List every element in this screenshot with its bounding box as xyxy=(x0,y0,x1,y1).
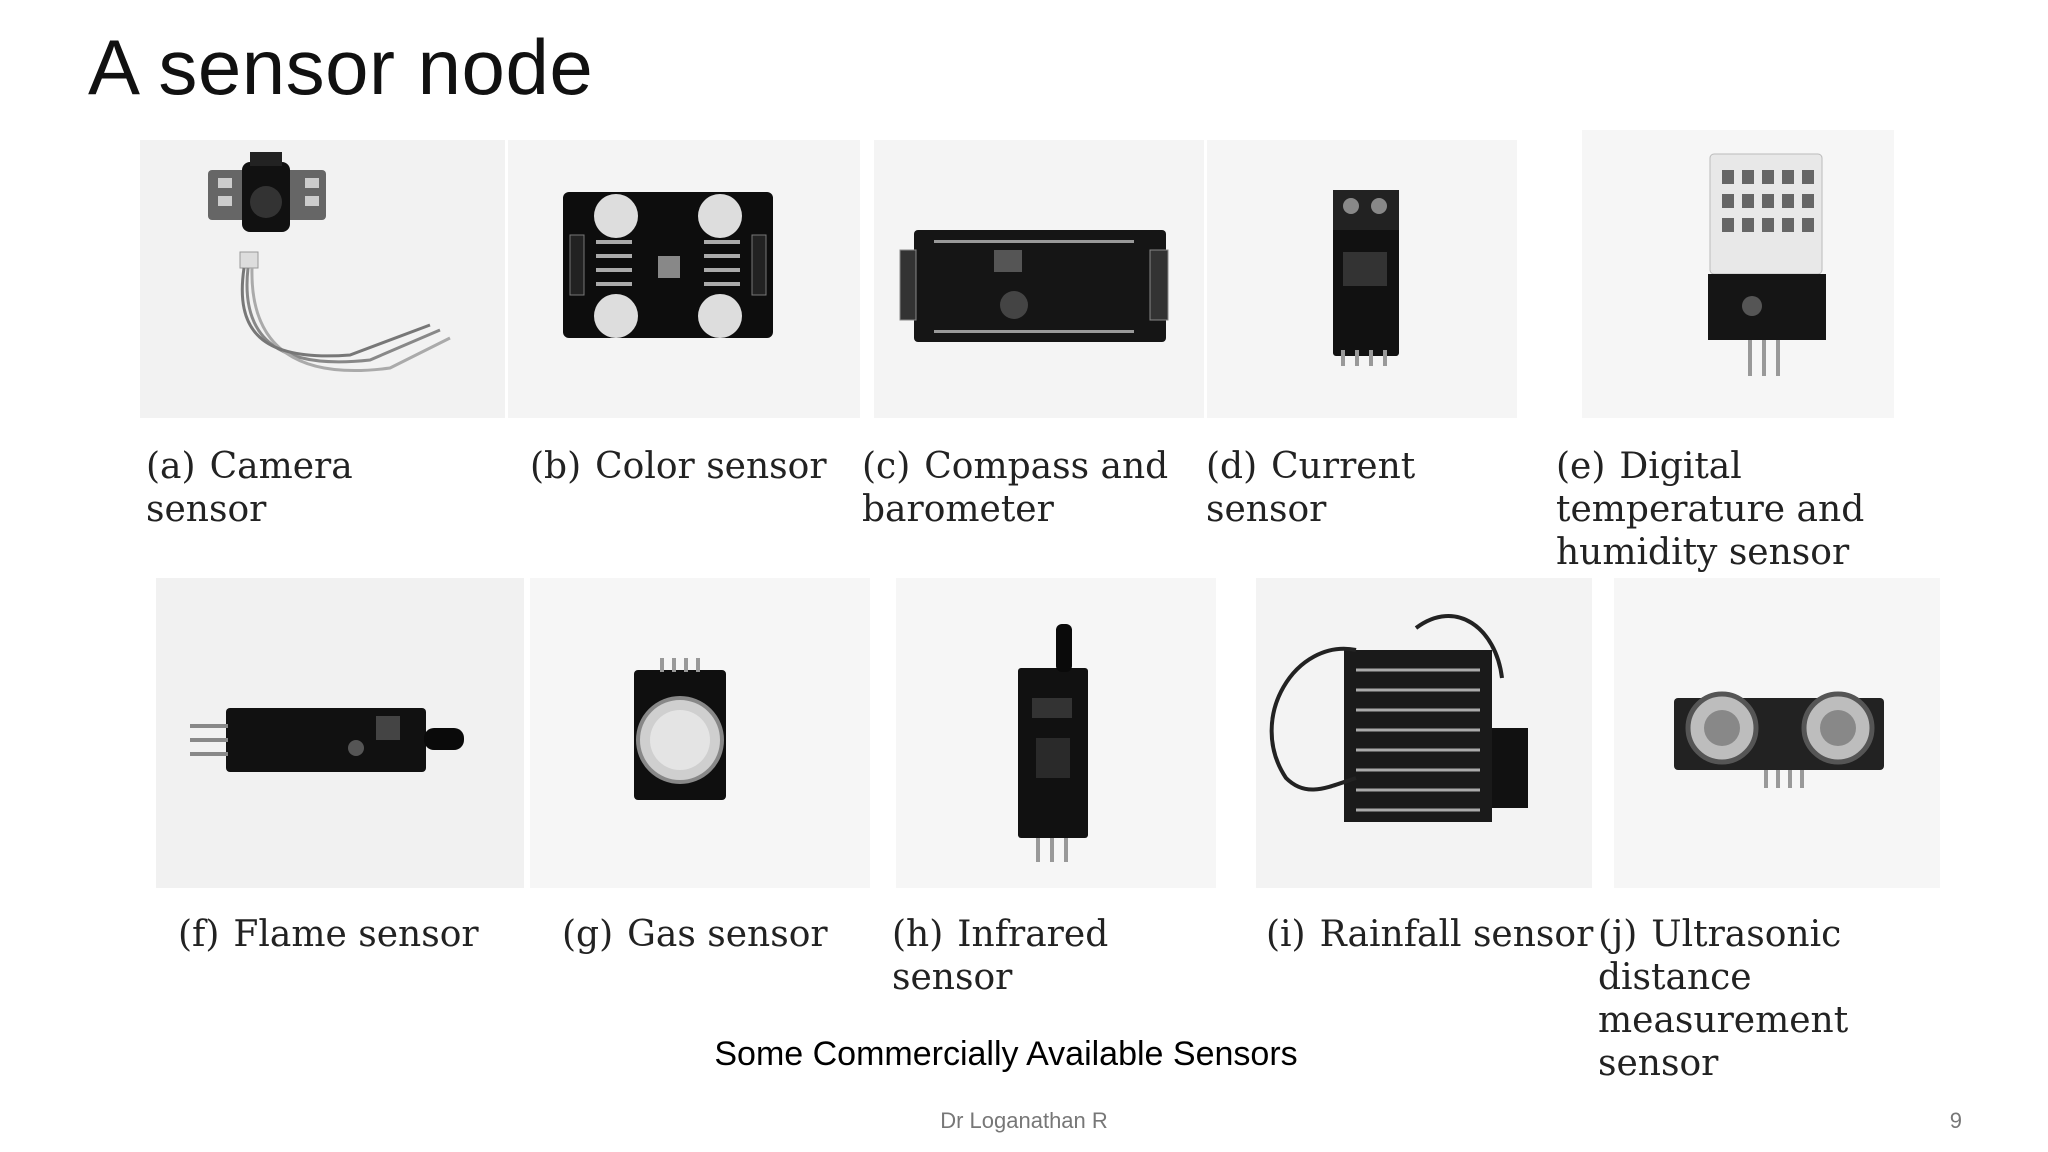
caption-gas-sensor: (g)Gas sensor xyxy=(562,914,828,955)
caption-color-sensor: (b)Color sensor xyxy=(530,446,827,487)
color-sensor-icon xyxy=(508,140,860,418)
compass-barometer-icon xyxy=(874,140,1204,418)
rainfall-sensor-icon xyxy=(1256,578,1592,888)
temperature-humidity-sensor-icon xyxy=(1582,130,1894,418)
caption-flame-sensor: (f)Flame sensor xyxy=(178,914,479,955)
caption-infrared-sensor: (h)Infrared sensor xyxy=(892,914,1109,998)
gas-sensor-icon xyxy=(530,578,870,888)
slide-footer: Dr Loganathan R xyxy=(940,1108,1108,1133)
infrared-sensor-icon xyxy=(896,578,1216,888)
caption-rainfall-sensor: (i)Rainfall sensor xyxy=(1266,914,1594,955)
ultrasonic-sensor-icon xyxy=(1614,578,1940,888)
page-number: 9 xyxy=(1949,1108,1962,1133)
caption-current-sensor: (d)Current sensor xyxy=(1206,446,1416,530)
current-sensor-icon xyxy=(1207,140,1517,418)
caption-temperature-humidity-sensor: (e)Digital temperature and humidity sens… xyxy=(1556,446,1865,573)
caption-camera-sensor: (a)Camera sensor xyxy=(146,446,353,530)
caption-compass-barometer: (c)Compass and barometer xyxy=(862,446,1169,530)
camera-sensor-icon xyxy=(140,140,505,418)
caption-ultrasonic-sensor: (j)Ultrasonic distance measurement senso… xyxy=(1598,914,1849,1084)
flame-sensor-icon xyxy=(156,578,524,888)
figure-caption: Some Commercially Available Sensors xyxy=(714,1035,1298,1073)
slide-title: A sensor node xyxy=(88,23,594,111)
